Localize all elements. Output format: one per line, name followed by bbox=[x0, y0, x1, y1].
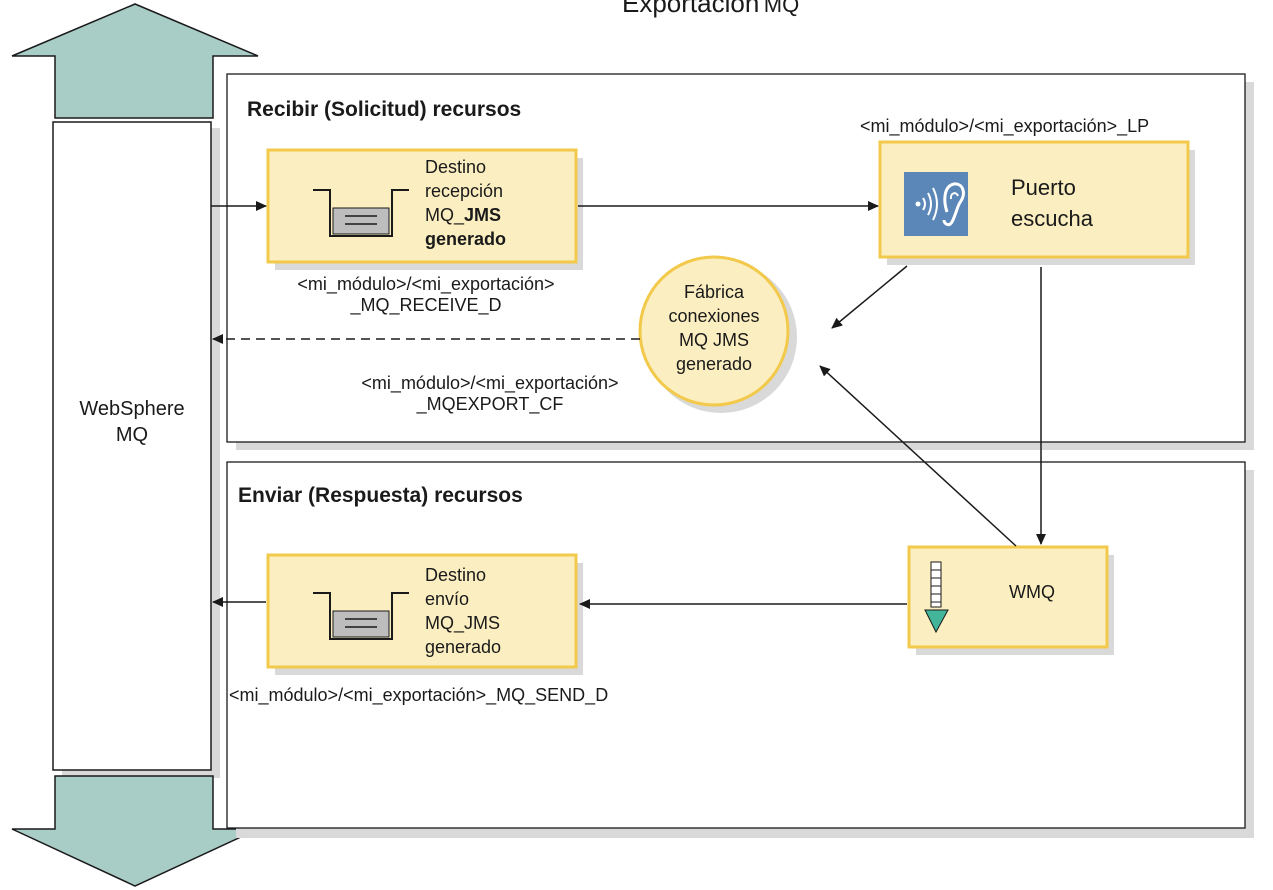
arrow-listener-to-factory bbox=[831, 265, 908, 329]
receive-section-title: Recibir (Solicitud) recursos bbox=[247, 98, 522, 121]
diagram-title: Exportación MQ bbox=[622, 0, 800, 18]
wmq-label: WMQ bbox=[1009, 582, 1055, 602]
send-destination-name: <mi_módulo>/<mi_exportación>_MQ_SEND_D bbox=[229, 685, 609, 705]
connection-factory-name: <mi_módulo>/<mi_exportación> _MQEXPORT_C… bbox=[361, 373, 619, 414]
queue-icon bbox=[313, 189, 409, 237]
websphere-mq-label: WebSphere MQ bbox=[79, 398, 185, 446]
receive-destination-box bbox=[266, 148, 578, 264]
arrow-wmq-to-factory bbox=[819, 365, 1017, 547]
websphere-mq-bus bbox=[11, 3, 259, 887]
connectors bbox=[211, 201, 1046, 609]
receive-destination-name: <mi_módulo>/<mi_exportación> _MQ_RECEIVE… bbox=[297, 274, 555, 315]
bus-body bbox=[52, 121, 212, 771]
receive-destination-label: Destino recepción MQ_JMS generado bbox=[425, 157, 507, 249]
listener-port-name: <mi_módulo>/<mi_exportación>_LP bbox=[860, 116, 1150, 136]
wmq-down-arrow-icon bbox=[924, 561, 949, 634]
connection-factory-label: Fábrica conexiones MQ JMS generado bbox=[668, 282, 760, 374]
queue-icon bbox=[313, 592, 409, 640]
send-section-title: Enviar (Respuesta) recursos bbox=[238, 484, 523, 507]
listener-port-label: Puerto escucha bbox=[1011, 175, 1093, 231]
wmq-box bbox=[907, 545, 1109, 649]
bus-up-arrow bbox=[11, 3, 259, 119]
connection-factory-circle bbox=[638, 255, 790, 407]
send-destination-box bbox=[266, 553, 578, 669]
bus-down-arrow bbox=[11, 775, 259, 887]
listener-ear-icon bbox=[904, 172, 968, 236]
send-destination-label: Destino envío MQ_JMS generado bbox=[425, 565, 502, 657]
